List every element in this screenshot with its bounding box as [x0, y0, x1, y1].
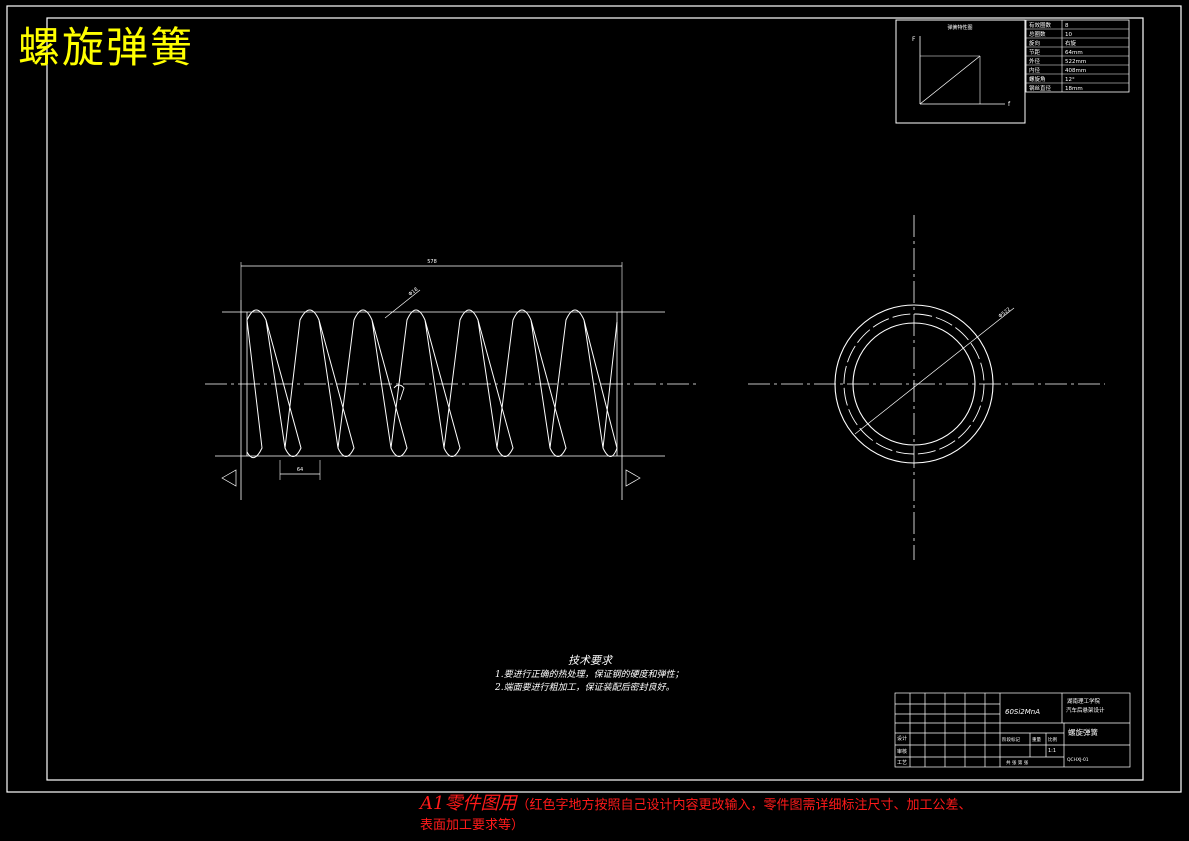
param-value: 8 [1065, 23, 1069, 29]
inner-frame [46, 17, 1144, 781]
chart-x-label: f [1008, 101, 1011, 108]
param-label: 总圈数 [1029, 30, 1046, 38]
drawing-no-text: QCHXJ-01 [1067, 757, 1089, 763]
param-label: 钢丝直径 [1029, 84, 1052, 92]
designer-label: 设计 [897, 735, 907, 742]
param-label: 螺旋角 [1029, 75, 1046, 83]
characteristic-chart: 弹簧特性图 F f [895, 19, 1026, 124]
param-value: 18mm [1065, 86, 1083, 92]
ratio-label: 比例 [1048, 736, 1057, 743]
title-block [894, 692, 1131, 768]
wire-diameter-dim: Φ18 [408, 286, 420, 297]
param-value: 12° [1065, 77, 1075, 83]
spring-end-view [748, 215, 1105, 560]
footnote-text: （红色字地方按照自己设计内容更改输入，零件图需详细标注尺寸、加工公差、表面加工要… [420, 798, 972, 833]
scale-text: 1:1 [1048, 748, 1056, 754]
chart-y-label: F [912, 36, 916, 43]
param-label: 内径 [1029, 66, 1041, 74]
red-footnote: A1零件图用（红色字地方按照自己设计内容更改输入，零件图需详细标注尺寸、加工公差… [420, 794, 980, 836]
outer-frame [6, 5, 1182, 793]
footnote-lead: A1零件图用 [420, 793, 517, 814]
project-text: 汽车后悬架设计 [1066, 706, 1105, 714]
outer-diameter-dim: Φ522 [998, 307, 1012, 320]
param-label: 旋向 [1029, 39, 1040, 47]
process-label: 工艺 [897, 760, 907, 766]
pitch-dim: 64 [297, 467, 303, 473]
chart-title: 弹簧特性图 [947, 24, 972, 31]
param-value: 408mm [1065, 68, 1086, 74]
param-value: 522mm [1065, 59, 1086, 65]
weight-label: 重量 [1032, 736, 1041, 743]
tech-requirements-title: 技术要求 [568, 654, 612, 667]
sheet-title: 螺旋弹簧 [18, 23, 195, 72]
tech-requirement-item: 2.端面要进行粗加工，保证装配后密封良好。 [495, 683, 675, 693]
param-value: 右旋 [1065, 39, 1077, 47]
tech-requirements: 技术要求 1.要进行正确的热处理，保证钢的硬度和弹性； 2.端面要进行粗加工，保… [495, 654, 685, 695]
param-label: 节距 [1029, 48, 1041, 56]
param-label: 外径 [1029, 57, 1041, 65]
overall-length-dim: 578 [427, 259, 437, 265]
param-label: 有效圈数 [1029, 21, 1052, 29]
param-value: 64mm [1065, 50, 1083, 56]
param-value: 10 [1065, 32, 1072, 38]
material-text: 60Si2MnA [1005, 708, 1040, 716]
school-text: 湖南理工学院 [1067, 697, 1101, 705]
checker-label: 审核 [897, 748, 907, 755]
sheet-label: 共 张 第 张 [1006, 759, 1029, 766]
spring-front-view [205, 262, 700, 500]
tech-requirement-item: 1.要进行正确的热处理，保证钢的硬度和弹性； [495, 670, 684, 680]
params-table: 有效圈数 8 总圈数 10 旋向 右旋 节距 64mm 外径 522mm 内径 … [1025, 19, 1130, 93]
part-name-text: 螺旋弹簧 [1068, 727, 1098, 737]
stage-mark-label: 阶段标记 [1002, 736, 1020, 743]
